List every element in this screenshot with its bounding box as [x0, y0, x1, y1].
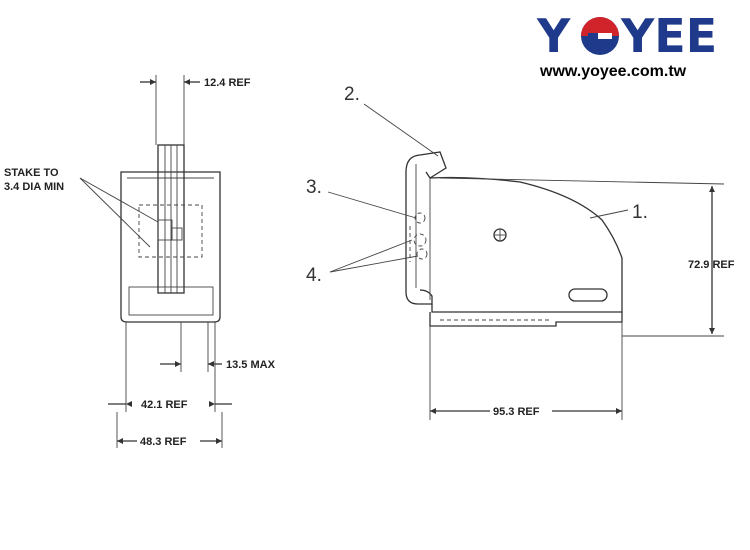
logo-letter-y: Y	[536, 9, 571, 63]
dim-48-3-ref: 48.3 REF	[140, 436, 187, 448]
callout-3: 3.	[306, 177, 322, 198]
yoyee-logo: Y YEE www.yoyee.com.tw	[536, 9, 717, 80]
dim-72-9-ref: 72.9 REF	[688, 259, 735, 271]
dim-42-1-ref: 42.1 REF	[141, 399, 188, 411]
callout-1: 1.	[632, 202, 648, 223]
stake-label-line1: STAKE TO	[4, 167, 59, 179]
stake-label-line2: 3.4 DIA MIN	[4, 181, 64, 193]
callout-2: 2.	[344, 84, 360, 105]
logo-url: www.yoyee.com.tw	[539, 63, 687, 80]
logo-letters-yee: YEE	[620, 9, 717, 63]
front-view-drawing: 12.4 REF STAKE TO 3.4 DIA MIN 13.5 MAX 4…	[4, 75, 276, 448]
dim-13-5-max: 13.5 MAX	[226, 359, 276, 371]
callout-4: 4.	[306, 265, 322, 286]
dim-95-3-ref: 95.3 REF	[493, 406, 540, 418]
side-view-drawing: 1. 2. 3. 4. 72.9 REF 95.3 REF	[306, 84, 735, 420]
dim-12-4-ref: 12.4 REF	[204, 77, 251, 89]
logo-emblem-icon	[581, 17, 619, 55]
